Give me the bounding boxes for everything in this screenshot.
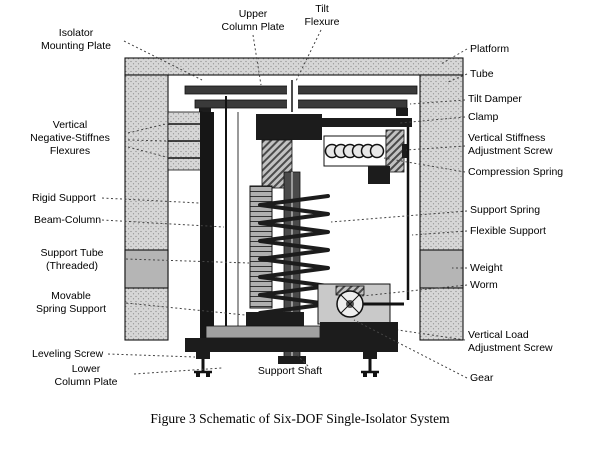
label-platform: Platform: [470, 43, 510, 55]
label-clamp: Clamp: [468, 111, 499, 123]
adjustment-screw-head-shape: [385, 129, 405, 173]
label-flexible-support: Flexible Support: [470, 225, 546, 237]
label-compression-spring: Compression Spring: [468, 166, 564, 178]
load-adjustment-screw-shape: [320, 322, 398, 338]
label-support-tube-threaded: Support Tube (Threaded): [40, 247, 104, 273]
label-vertical-negative-stiffness-flexures: Vertical Negative-Stiffnes Flexures: [30, 119, 110, 158]
leveling-screw-shape: [194, 352, 212, 377]
label-movable-spring-support: Movable Spring Support: [35, 290, 107, 316]
lower-column-plate-shape: [185, 338, 398, 352]
center-assembly-shapes: [246, 139, 330, 359]
platform-shape: [124, 57, 464, 76]
label-gear: Gear: [470, 372, 494, 384]
label-rigid-support: Rigid Support: [32, 192, 96, 204]
left-tube-column-shape: [124, 74, 169, 341]
label-support-shaft: Support Shaft: [257, 365, 323, 377]
leader-lines: [101, 29, 468, 379]
label-lower-column-plate: Lower Column Plate: [54, 363, 118, 389]
rigid-support-shape: [200, 112, 214, 342]
label-upper-column-plate: Upper Column Plate: [221, 8, 285, 34]
right-assembly-shapes: [256, 114, 412, 300]
label-beam-column: Beam-Column: [34, 214, 102, 226]
clamp-shape: [256, 114, 322, 140]
label-tilt-damper: Tilt Damper: [468, 93, 522, 105]
label-isolator-mounting-plate: Isolator Mounting Plate: [40, 27, 112, 53]
label-tube: Tube: [470, 68, 494, 80]
figure-caption: Figure 3 Schematic of Six-DOF Single-Iso…: [150, 411, 450, 426]
compression-spring-shape: [324, 143, 385, 159]
left-weight-shape: [124, 249, 169, 289]
support-spring-shape: [258, 194, 330, 315]
left-assembly-shapes: [167, 96, 239, 352]
frame-shapes: [124, 57, 464, 341]
label-vertical-stiffness-adjustment-screw: Vertical Stiffness Adjustment Screw: [468, 132, 553, 158]
weight-shape: [419, 249, 464, 289]
tilt-damper-shape: [194, 99, 408, 109]
label-leveling-screw: Leveling Screw: [32, 348, 104, 360]
bottom-assembly-shapes: [185, 283, 404, 377]
label-worm: Worm: [470, 279, 498, 291]
label-support-spring: Support Spring: [470, 204, 541, 216]
upper-plate-shapes: [184, 80, 418, 116]
label-tilt-flexure: Tilt Flexure: [304, 3, 340, 29]
leveling-screw-right-shape: [361, 352, 379, 377]
upper-column-plate-shape: [184, 85, 418, 95]
movable-spring-support-shape: [246, 312, 304, 326]
label-weight: Weight: [470, 262, 503, 274]
right-tube-column-shape: [419, 74, 464, 341]
label-vertical-load-adjustment-screw: Vertical Load Adjustment Screw: [468, 329, 553, 355]
